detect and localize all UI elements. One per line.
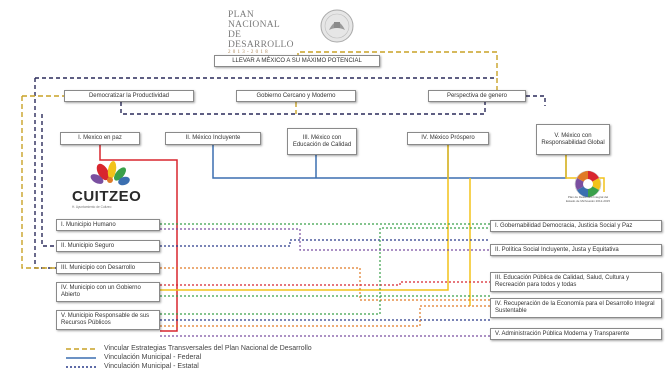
national-goal-5: V. México con Responsabilidad Global — [536, 124, 610, 155]
national-goal-2: II. México Incluyente — [165, 132, 261, 145]
national-goal-1: I. Mexico en paz — [60, 132, 140, 145]
municipal-axis-3: III. Municipio con Desarrollo — [56, 262, 160, 274]
strategy-box-gender: Perspectiva de genero — [428, 90, 526, 102]
national-goal-4: IV. México Próspero — [407, 132, 489, 145]
legend-label-dashed: Vincular Estrategias Transversales del P… — [104, 345, 312, 352]
strategy-link-gold-down — [21, 96, 56, 269]
strategy-link-dark-right — [526, 95, 546, 106]
national-goal-3: III. México con Educación de Calidad — [287, 128, 357, 155]
state-link-orange — [160, 267, 490, 301]
state-link-navy — [160, 239, 490, 247]
plan-title-2: DE DESARROLLO — [228, 30, 294, 50]
municipal-axis-5: V. Municipio Responsable de sus Recursos… — [56, 310, 160, 330]
state-axis-3: III. Educación Pública de Calidad, Salud… — [490, 272, 662, 292]
state-axis-1: I. Gobernabilidad Democracia, Justicia S… — [490, 220, 662, 232]
strategy-box-productivity: Democratizar la Productividad — [64, 90, 194, 102]
plan-title-1: PLAN NACIONAL — [228, 10, 281, 30]
legend-label-solid: Vinculación Municipal - Federal — [104, 354, 202, 361]
strategy-box-government: Gobierno Cercano y Moderno — [236, 90, 356, 102]
federal-link-blue-3 — [448, 155, 567, 179]
state-plan-logo-text: Plan de Desarrollo Integral del Estado d… — [565, 195, 611, 203]
mexico-seal-icon — [320, 9, 354, 43]
state-axis-2: II. Política Social Incluyente, Justa y … — [490, 244, 662, 256]
plan-header: PLAN NACIONAL DE DESARROLLO 2 0 1 3 - 2 … — [228, 10, 308, 61]
state-link-red — [160, 281, 490, 286]
state-link-purple — [160, 228, 490, 251]
cuitzeo-logo-subtitle: H. Ayuntamiento de Cuitzeo — [72, 205, 112, 209]
strategy-link-mid — [120, 102, 486, 115]
state-plan-logo-icon — [574, 170, 602, 198]
legend-label-dotted: Vinculación Municipal - Estatal — [104, 363, 199, 370]
state-axis-5: V. Administración Pública Moderna y Tran… — [490, 328, 662, 340]
municipal-axis-1: I. Municipio Humano — [56, 219, 160, 231]
municipal-axis-4: IV. Municipio con un Gobierno Abierto — [56, 282, 160, 302]
federal-link-yellow — [160, 145, 449, 291]
strategy-link-left — [34, 78, 56, 269]
state-axis-4: IV. Recuperación de la Economía para el … — [490, 298, 662, 318]
cuitzeo-logo-text: CUITZEO — [72, 188, 142, 205]
strategy-link-outer — [297, 51, 498, 78]
state-link-orange-2 — [160, 305, 490, 327]
top-goal-box: LLEVAR A MÉXICO A SU MÁXIMO POTENCIAL — [214, 55, 380, 67]
state-link-green-3 — [160, 227, 490, 315]
plan-years: 2 0 1 3 - 2 0 1 8 — [228, 50, 269, 55]
municipal-axis-2: II. Municipio Seguro — [56, 240, 160, 252]
cuitzeo-flower-icon — [90, 161, 130, 186]
strategy-link-inner — [41, 114, 56, 247]
federal-link-red — [99, 145, 178, 332]
